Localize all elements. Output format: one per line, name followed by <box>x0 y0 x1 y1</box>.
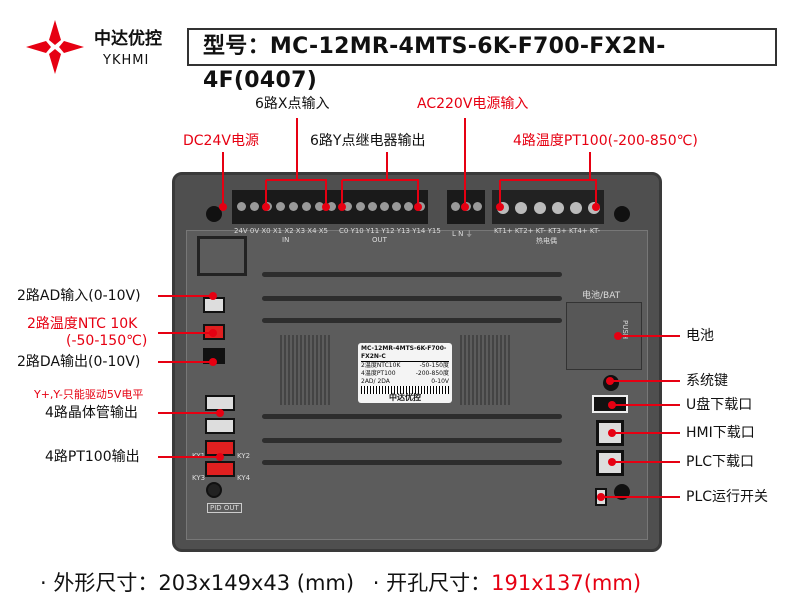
label-y-output: 6路Y点继电器输出 <box>310 133 426 149</box>
vent-grid <box>280 335 330 405</box>
outer-size-value: 203x149x43 (mm) <box>158 571 355 595</box>
vent-slot <box>262 272 562 277</box>
brand-logo-icon <box>26 20 84 74</box>
sticker-cell: -200-850度 <box>415 370 449 377</box>
sticker-cell: 2AD/ 2DA <box>361 378 390 385</box>
model-sticker: MC-12MR-4MTS-6K-F700-FX2N-C 2温度NTC10K -50… <box>358 343 452 403</box>
label-dc24v: DC24V电源 <box>183 133 259 149</box>
vent-slot <box>262 296 562 301</box>
brand-name: 中达优控 <box>94 29 162 49</box>
label-transistor-output: 4路晶体管输出 <box>45 405 138 421</box>
dimensions: · 外形尺寸：203x149x43 (mm) · 开孔尺寸：191x137(mm… <box>40 567 641 597</box>
label-plc-download: PLC下载口 <box>686 454 755 470</box>
label-pt100-output: 4路PT100输出 <box>45 449 140 465</box>
barcode <box>361 386 449 394</box>
output-pin-labels: C0 Y10 Y11 Y12 Y13 Y14 Y15 <box>339 227 441 235</box>
label-pt100-input: 4路温度PT100(-200-850℃) <box>513 133 698 149</box>
sticker-cell: 4温度PT100 <box>361 370 396 377</box>
label-ntc-range: (-50-150℃) <box>66 333 148 349</box>
label-hmi-download: HMI下载口 <box>686 425 755 441</box>
label-x-input: 6路X点输入 <box>255 96 330 112</box>
label-system-key: 系统键 <box>686 373 728 389</box>
sticker-brand: 中达优控 <box>389 393 421 402</box>
cutout-value: 191x137(mm) <box>491 571 642 595</box>
label-usb-download: U盘下载口 <box>686 397 753 413</box>
push-label: PUSH <box>621 320 629 340</box>
label-run-switch: PLC运行开关 <box>686 489 769 505</box>
pt100-out-connector-2[interactable] <box>205 461 235 477</box>
sticker-cell: 0-10V <box>431 378 449 385</box>
label-ac220v: AC220V电源输入 <box>417 96 529 112</box>
pt-label: 热电偶 <box>536 237 557 245</box>
battery-label: 电池/BAT <box>582 291 621 301</box>
vent-slot <box>262 438 562 443</box>
vent-grid <box>460 335 510 405</box>
ky2-label: KY2 <box>237 452 251 460</box>
vent-slot <box>262 318 562 323</box>
pid-out-label: PID OUT <box>207 503 242 513</box>
ky3-label: KY3 <box>192 474 206 482</box>
ky4-label: KY4 <box>237 474 251 482</box>
pid-port <box>206 482 222 498</box>
vent-slot <box>262 460 562 465</box>
pt-pin-labels: KT1+ KT2+ KT- KT3+ KT4+ KT- <box>494 227 601 235</box>
vent-slot <box>262 414 562 419</box>
power-pin-labels: L N ⏚ <box>452 230 473 238</box>
transistor-connector-2[interactable] <box>205 418 235 434</box>
in-label: IN <box>282 236 290 244</box>
mount-hole <box>614 206 630 222</box>
brand-name-en: YKHMI <box>103 53 150 68</box>
mount-hole <box>206 206 222 222</box>
sticker-cell: 2温度NTC10K <box>361 362 401 369</box>
label-da-output: 2路DA输出(0-10V) <box>17 354 141 370</box>
port-frame <box>197 236 247 276</box>
label-ad-input: 2路AD输入(0-10V) <box>17 288 141 304</box>
sticker-cell: -50-150度 <box>419 362 449 369</box>
model-title: 型号：MC-12MR-4MTS-6K-F700-FX2N-4F(0407) <box>187 28 777 93</box>
cutout-label: · 开孔尺寸： <box>372 571 492 595</box>
out-label: OUT <box>372 236 387 244</box>
sticker-model: MC-12MR-4MTS-6K-F700-FX2N-C <box>361 345 449 362</box>
input-pin-labels: 24V 0V X0 X1 X2 X3 X4 X5 <box>234 227 329 235</box>
outer-size-label: · 外形尺寸： <box>40 571 159 595</box>
pt100-terminal <box>492 190 604 224</box>
label-battery: 电池 <box>686 328 714 344</box>
label-y-note: Y+,Y-只能驱动5V电平 <box>34 388 144 401</box>
label-ntc: 2路温度NTC 10K <box>27 316 138 332</box>
